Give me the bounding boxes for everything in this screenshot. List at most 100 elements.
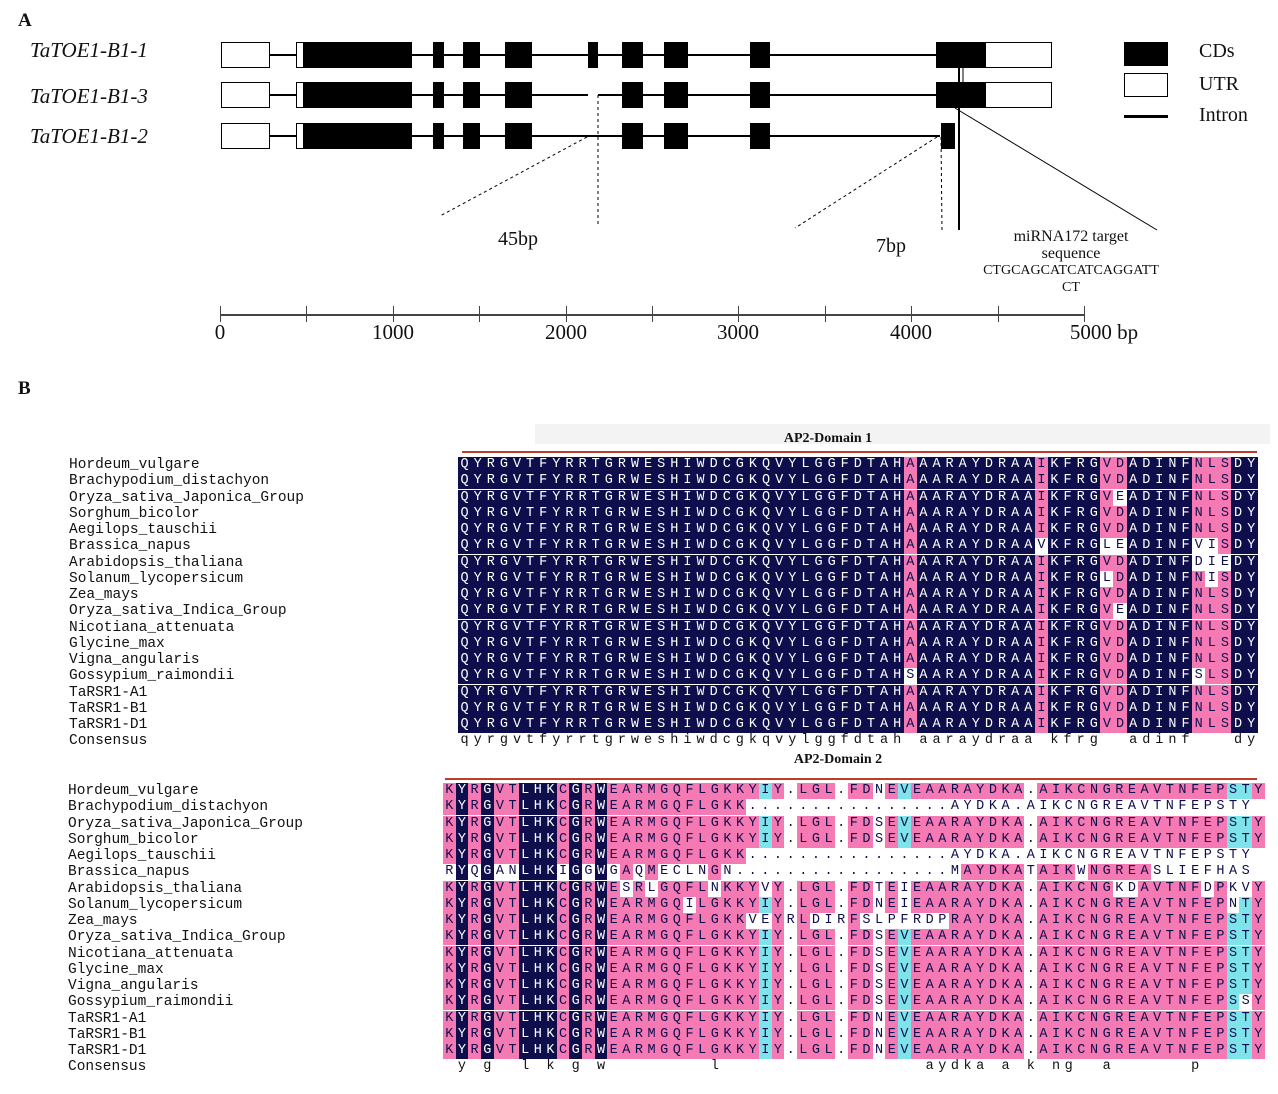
residue: T xyxy=(589,652,603,668)
residue: A xyxy=(929,538,944,555)
residue: R xyxy=(948,783,962,799)
residue xyxy=(898,1059,911,1075)
residue: A xyxy=(1138,978,1151,994)
residue: S xyxy=(654,538,668,555)
residue: F xyxy=(1179,668,1193,685)
residue: Q xyxy=(670,880,684,897)
residue: K xyxy=(1047,570,1062,587)
residue: G xyxy=(1100,815,1113,832)
residue: E xyxy=(910,1026,924,1043)
residue: G xyxy=(733,570,747,587)
residue: F xyxy=(1179,570,1193,587)
residue: A xyxy=(1138,945,1151,962)
residue: A xyxy=(1021,522,1035,538)
residue: R xyxy=(1074,570,1088,587)
residue: G xyxy=(657,783,671,799)
residue: W xyxy=(628,619,642,636)
residue: r xyxy=(617,733,626,749)
residue: Y xyxy=(1244,554,1258,571)
residue: K xyxy=(746,668,760,685)
residue: R xyxy=(468,929,481,946)
residue: A xyxy=(1021,700,1035,717)
residue: A xyxy=(956,717,970,733)
residue: G xyxy=(1087,473,1101,490)
residue: L xyxy=(798,522,812,538)
residue: v xyxy=(512,733,522,749)
residue: . xyxy=(746,848,760,864)
residue: Y xyxy=(973,1010,987,1027)
residue: . xyxy=(759,864,772,881)
residue: F xyxy=(683,1043,696,1059)
residue xyxy=(607,1059,620,1075)
residue: I xyxy=(680,554,694,571)
residue: G xyxy=(809,815,823,832)
species-name: Brachypodium_distachyon xyxy=(69,473,270,490)
residue: f xyxy=(840,733,849,749)
species-name: Oryza_sativa_Japonica_Group xyxy=(68,815,303,832)
residue: Y xyxy=(785,717,799,733)
residue: H xyxy=(531,896,545,913)
residue: L xyxy=(822,929,835,946)
residue: C xyxy=(720,570,734,587)
residue: H xyxy=(531,1010,545,1027)
residue: G xyxy=(602,505,616,522)
residue: d xyxy=(1233,733,1243,749)
residue: C xyxy=(556,1010,570,1027)
residue: K xyxy=(1062,1010,1076,1027)
utr-3prime xyxy=(985,42,1052,68)
species-name: Gossypium_raimondii xyxy=(68,994,234,1011)
residue: Y xyxy=(771,1010,785,1027)
residue: K xyxy=(544,864,557,881)
residue: E xyxy=(759,913,772,929)
residue: R xyxy=(582,799,595,816)
residue: A xyxy=(923,880,936,897)
residue: L xyxy=(798,603,812,620)
residue: D xyxy=(982,603,996,620)
residue: A xyxy=(929,554,944,571)
residue: . xyxy=(834,961,848,978)
residue: G xyxy=(657,913,671,929)
residue: M xyxy=(645,831,658,848)
residue: C xyxy=(556,831,570,848)
residue: a xyxy=(958,733,967,749)
species-name: TaRSR1-A1 xyxy=(69,684,148,701)
axis-tick xyxy=(652,306,653,322)
residue: Y xyxy=(455,978,469,994)
residue: F xyxy=(838,717,852,733)
residue: C xyxy=(1075,961,1088,978)
residue: F xyxy=(1179,505,1193,522)
residue: . xyxy=(923,799,936,816)
residue: C xyxy=(1075,880,1088,897)
residue: S xyxy=(1214,799,1227,816)
residue: N xyxy=(1165,668,1180,685)
residue: A xyxy=(619,913,633,929)
residue: C xyxy=(1075,783,1088,799)
residue: G xyxy=(1087,700,1101,717)
residue: A xyxy=(916,619,930,636)
residue xyxy=(1252,799,1265,816)
residue: I xyxy=(680,538,694,555)
residue: F xyxy=(683,929,696,946)
residue: T xyxy=(523,587,537,603)
residue: Y xyxy=(1244,717,1258,733)
residue: G xyxy=(1087,570,1101,587)
residue xyxy=(1252,864,1265,881)
residue: . xyxy=(898,864,911,881)
residue: R xyxy=(943,457,957,473)
residue: G xyxy=(1087,717,1101,733)
residue: G xyxy=(811,570,826,587)
residue: S xyxy=(1218,538,1232,555)
residue: D xyxy=(851,668,865,685)
residue: Y xyxy=(471,538,485,555)
residue: D xyxy=(1113,652,1127,668)
residue: R xyxy=(1112,1010,1126,1027)
residue: . xyxy=(1024,1026,1038,1043)
residue: D xyxy=(986,896,1000,913)
residue: R xyxy=(632,783,646,799)
residue: V xyxy=(898,978,911,994)
residue: Q xyxy=(458,554,472,571)
residue: R xyxy=(632,880,646,897)
residue: G xyxy=(708,945,722,962)
residue: S xyxy=(1218,457,1232,473)
residue: Y xyxy=(549,554,563,571)
